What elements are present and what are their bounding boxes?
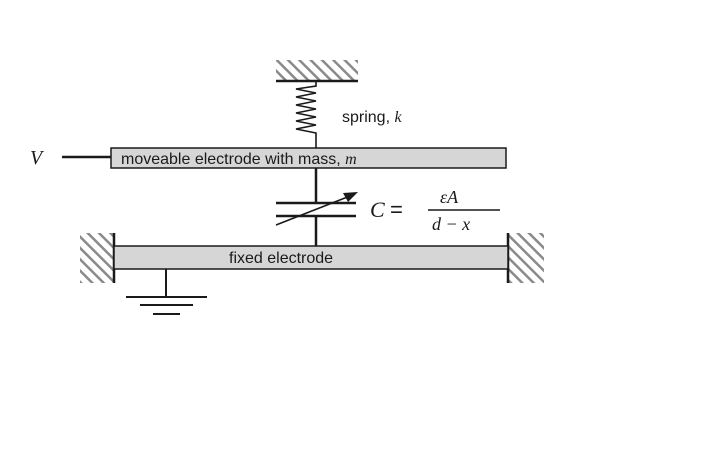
spring-label: spring, k [342,109,402,126]
formula-numerator: εA [440,187,459,207]
ground-symbol [126,269,207,315]
voltage-label: V [30,147,45,169]
formula-lhs: C [370,197,385,222]
formula-equals: = [390,197,403,222]
moveable-electrode-label: moveable electrode with mass, m [121,151,357,168]
left-wall-support [80,233,116,283]
variable-capacitor [275,168,358,246]
spring [295,81,317,149]
moveable-electrode: moveable electrode with mass, m [110,147,507,169]
fixed-electrode: fixed electrode [113,245,509,270]
ceiling-support [276,60,358,83]
formula-denominator: d − x [432,214,470,234]
right-wall-support [506,233,544,283]
fixed-electrode-label: fixed electrode [229,250,333,267]
capacitance-formula: C = εA d − x [370,187,500,234]
